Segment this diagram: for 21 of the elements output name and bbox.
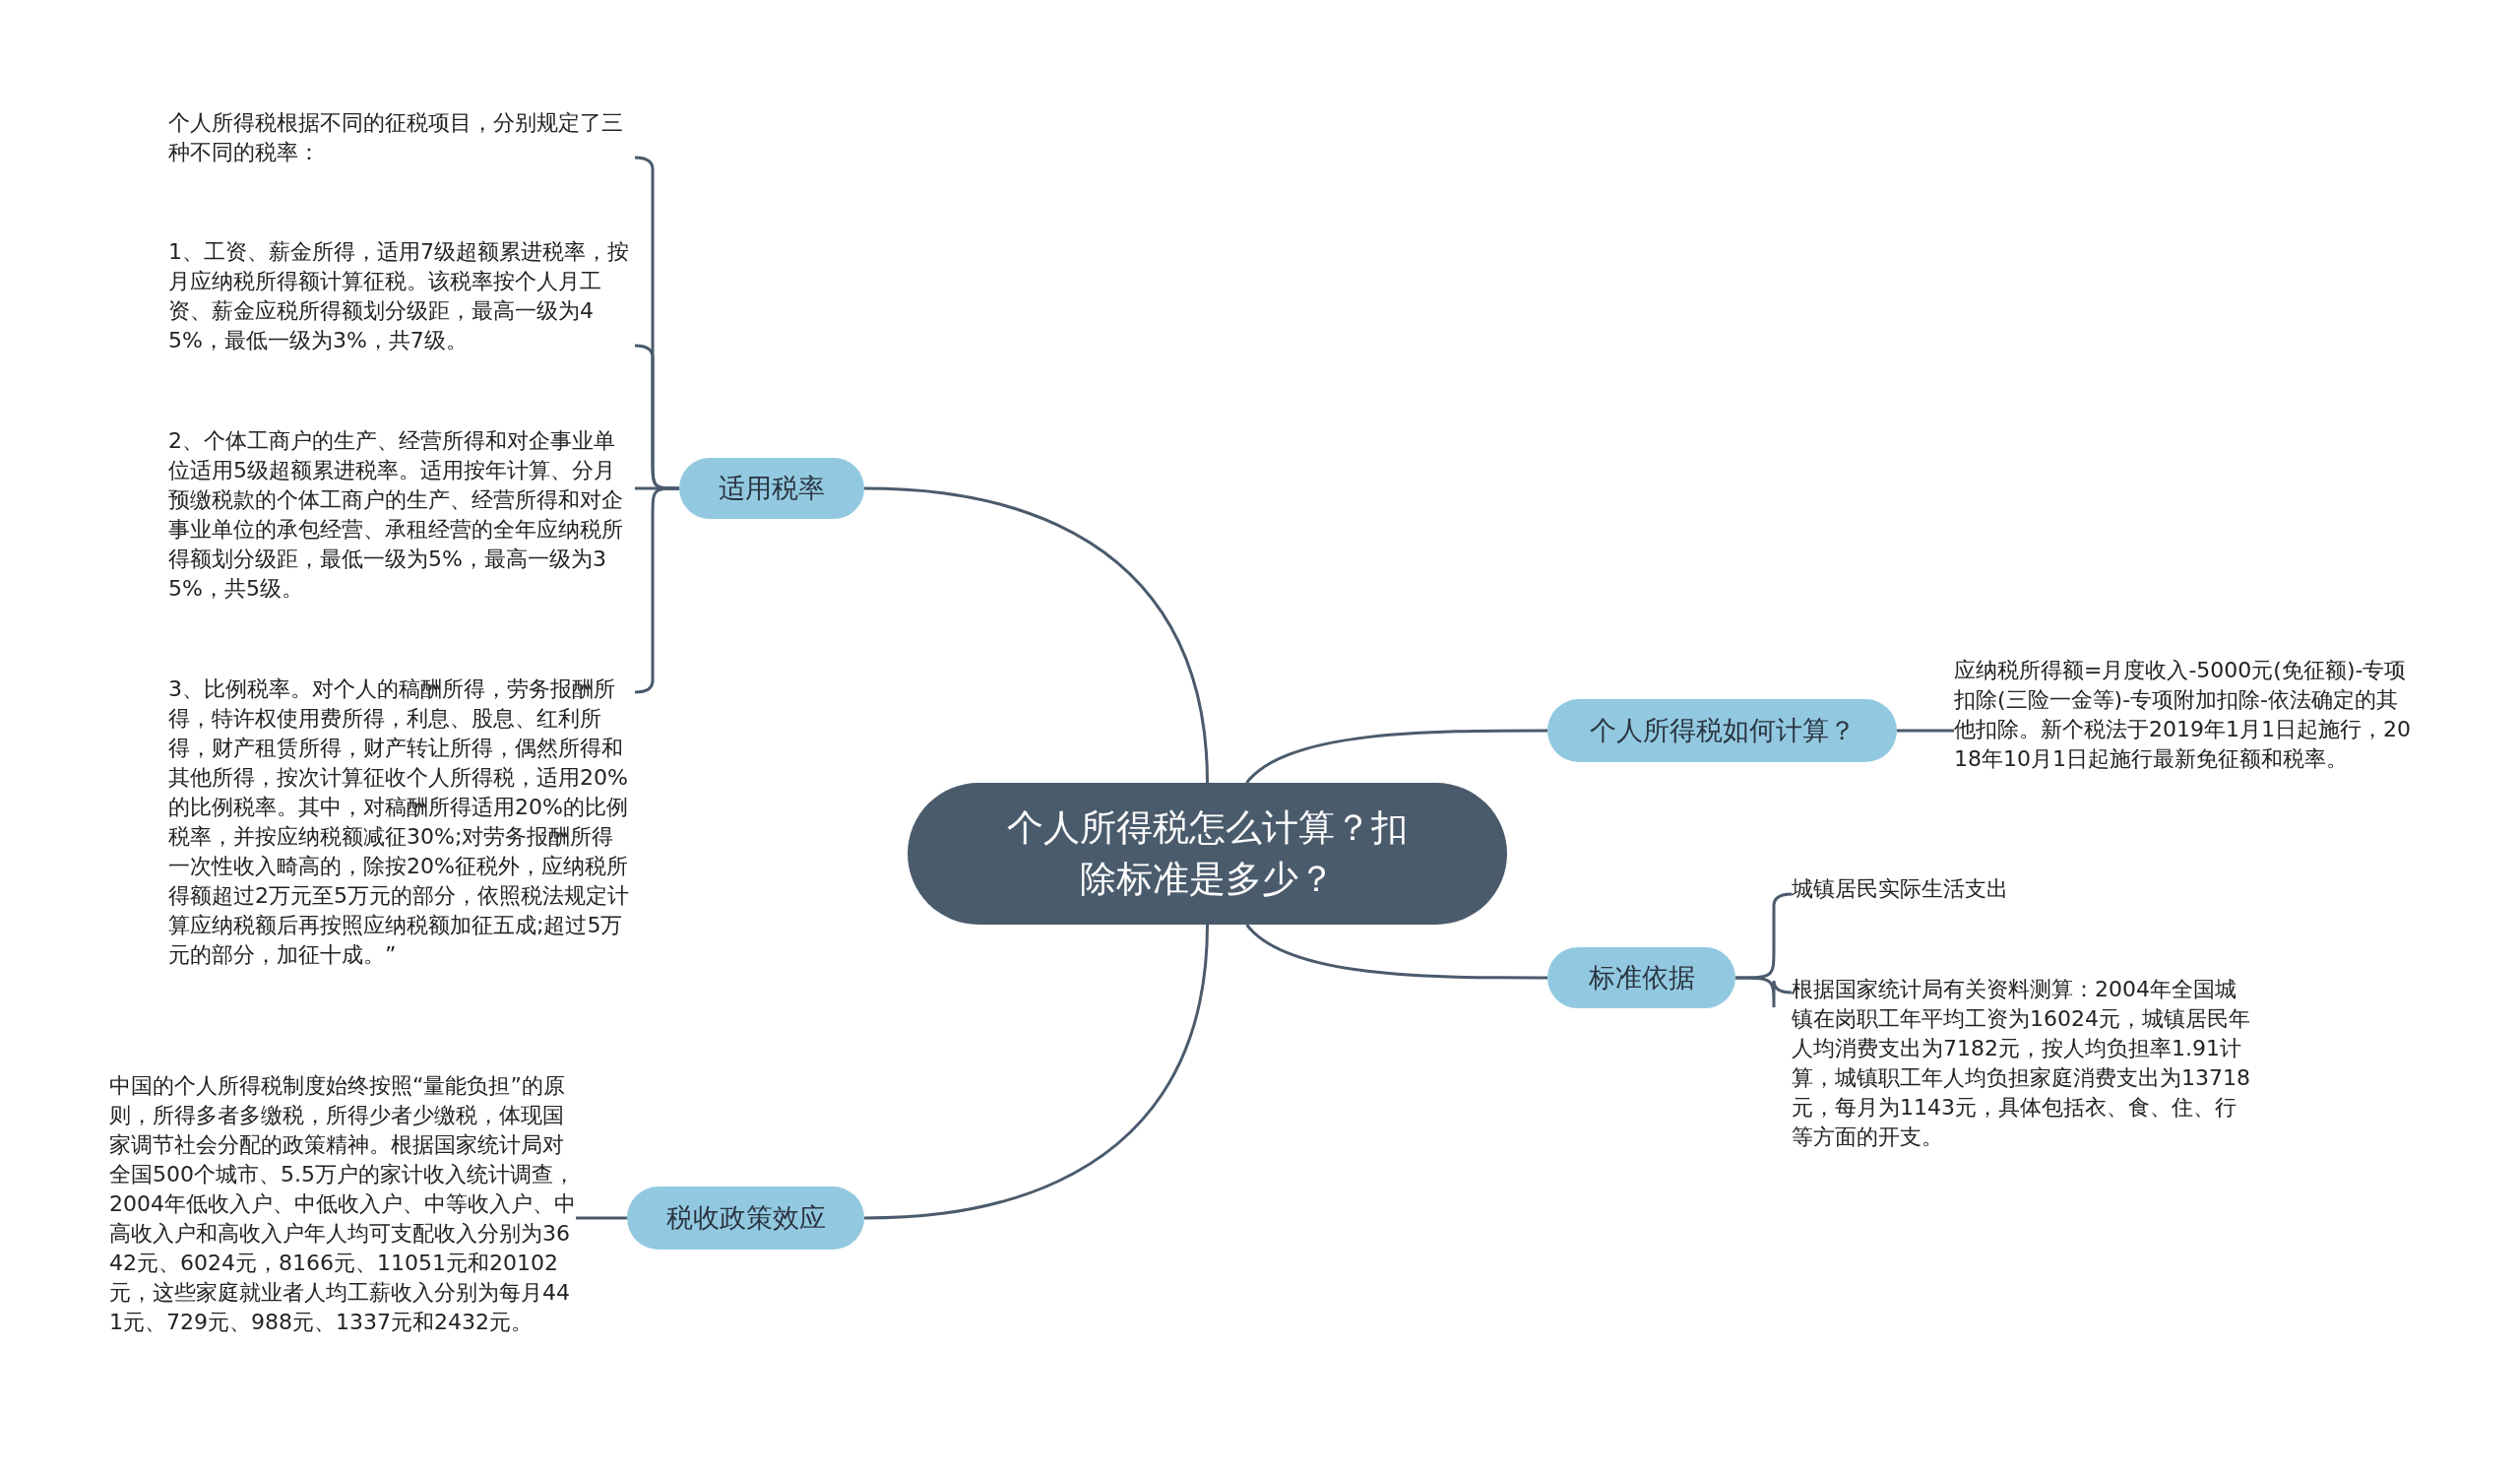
connector-line [634, 344, 679, 490]
connector-line [1245, 729, 1547, 785]
note-text: 2、个体工商户的生产、经营所得和对企事业单位适用5级超额累进税率。适用按年计算、分月预缴税款的个体工商户的生产、经营所得和对企事业单位的承包经营、承租经营的全年应纳税所得额划分级距，最低一级为5%，最高一级为35%，共5级。 [168, 426, 635, 604]
topic-bubble: 个人所得税如何计算？ [1547, 699, 1897, 762]
connector-line [1897, 729, 1954, 733]
topic-bubble: 税收政策效应 [627, 1187, 864, 1250]
connector-line [1245, 923, 1547, 980]
note-text: 3、比例税率。对个人的稿酬所得，劳务报酬所得，特许权使用费所得，利息、股息、红利所得，财产租赁所得，财产转让所得，偶然所得和其他所得，按次计算征收个人所得税，适用20%的比例税率。其中，对稿酬所得适用20%的比例税率，并按应纳税额减征30%;对劳务报酬所得一次性收入畸高的，除按20%征税外，应纳税所得额超过2万元至5万元的部分，依照税法规定计算应纳税额后再按照应纳税额加征五成;超过5万元的部分，加征十成。” [168, 674, 635, 970]
connector-line [576, 1216, 627, 1220]
connector-line [1735, 976, 1793, 1009]
connector-line [864, 924, 1209, 1220]
note-text: 个人所得税根据不同的征税项目，分别规定了三种不同的税率： [168, 108, 635, 167]
central-topic: 个人所得税怎么计算？扣除标准是多少？ [908, 783, 1507, 925]
note-text: 中国的个人所得税制度始终按照“量能负担”的原则，所得多者多缴税，所得少者少缴税，体现国家调节社会分配的政策精神。根据国家统计局对全国500个城市、5.5万户的家计收入统计调查，2004年低收入户、中低收入户、中等收入户、中高收入户和高收入户年人均可支配收入分别为3642元、6024元，8166元、11051元和20102元，这些家庭就业者人均工薪收入分别为每月441元、729元、988元、1337元和2432元。 [109, 1071, 576, 1337]
connector-line [864, 486, 1209, 784]
note-text: 城镇居民实际生活支出 [1792, 874, 2254, 904]
topic-bubble: 适用税率 [679, 458, 864, 519]
note-text: 1、工资、薪金所得，适用7级超额累进税率，按月应纳税所得额计算征税。该税率按个人月工资、薪金应税所得额划分级距，最高一级为45%，最低一级为3%，共7级。 [168, 237, 635, 355]
topic-bubble: 标准依据 [1547, 947, 1735, 1008]
note-text: 应纳税所得额=月度收入-5000元(免征额)-专项扣除(三险一金等)-专项附加扣除-依法确定的其他扣除。新个税法于2019年1月1日起施行，2018年10月1日起施行最新免征额和税率。 [1954, 656, 2417, 774]
note-text: 根据国家统计局有关资料测算：2004年全国城镇在岗职工年平均工资为16024元，城镇居民年人均消费支出为7182元，按人均负担率1.91计算，城镇职工年人均负担家庭消费支出为13718元，每月为1143元，具体包括衣、食、住、行等方面的开支。 [1792, 975, 2254, 1152]
